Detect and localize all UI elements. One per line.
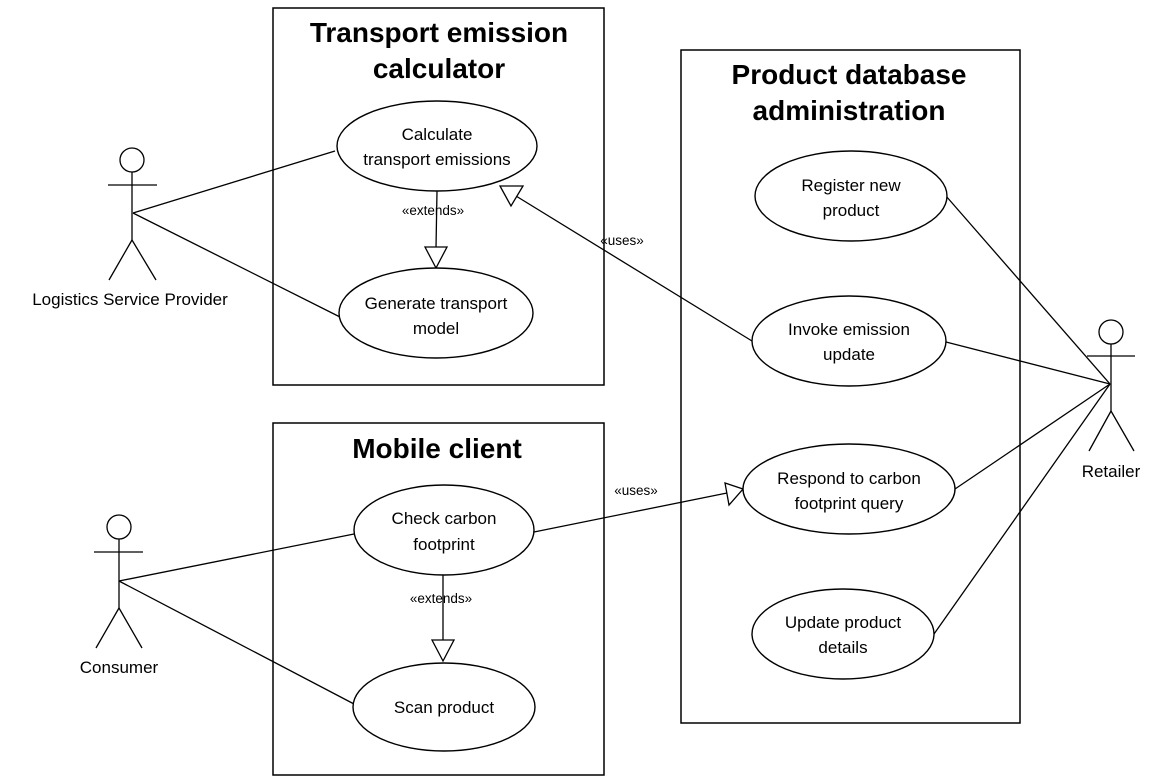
assoc-retailer-respond <box>954 383 1111 490</box>
uses-check-label: «uses» <box>614 483 658 498</box>
usecase-generate-transport-model-line1: Generate transport <box>365 294 508 313</box>
usecase-calculate-transport-emissions[interactable] <box>336 100 538 192</box>
system-title-mobile: Mobile client <box>352 433 522 464</box>
actor-consumer-label: Consumer <box>80 658 159 677</box>
actor-right-leg <box>131 239 157 281</box>
usecase-invoke-emission-update[interactable] <box>751 295 947 387</box>
extends-mobile-arrowhead <box>430 639 456 663</box>
usecase-scan-product-line1: Scan product <box>394 698 494 717</box>
system-title-transport-line2: calculator <box>373 53 505 84</box>
usecase-calculate-transport-emissions-line2: transport emissions <box>363 150 510 169</box>
system-title-product-db-line1: Product database <box>732 59 967 90</box>
actor-right-leg <box>118 607 143 649</box>
uses-check-arrowhead <box>724 482 745 507</box>
usecase-invoke-emission-update-line2: update <box>823 345 875 364</box>
usecase-scan-product[interactable] <box>352 662 536 752</box>
usecase-update-product-details[interactable] <box>751 588 935 680</box>
usecase-check-carbon-footprint-line1: Check carbon <box>392 509 497 528</box>
actor-head <box>106 514 132 540</box>
usecase-respond-carbon-footprint-query-line2: footprint query <box>795 494 904 513</box>
uses-invoke-arrowhead <box>498 185 525 208</box>
usecase-respond-carbon-footprint-query[interactable] <box>742 443 956 535</box>
assoc-consumer-scan <box>118 580 355 705</box>
extends-transport-label: «extends» <box>402 203 464 218</box>
usecase-register-new-product[interactable] <box>754 150 948 242</box>
usecase-invoke-emission-update-line1: Invoke emission <box>788 320 910 339</box>
usecase-update-product-details-line1: Update product <box>785 613 902 632</box>
actor-head <box>1098 319 1124 345</box>
actor-head <box>119 147 145 173</box>
system-title-product-db-line2: administration <box>753 95 946 126</box>
actor-left-leg <box>95 607 120 649</box>
assoc-retailer-update <box>933 383 1111 635</box>
system-title-transport-line1: Transport emission <box>310 17 568 48</box>
actor-logistics-service-provider[interactable]: Logistics Service Provider <box>32 147 228 309</box>
actor-retailer[interactable]: Retailer <box>1082 319 1141 481</box>
assoc-consumer-check <box>118 533 355 582</box>
extends-transport-line <box>435 190 438 249</box>
uses-check-line <box>533 492 728 533</box>
extends-mobile-label: «extends» <box>410 591 472 606</box>
system-mobile-client <box>272 422 605 776</box>
uses-invoke-line <box>515 195 753 342</box>
usecase-register-new-product-line2: product <box>823 201 880 220</box>
assoc-retailer-register <box>945 195 1111 385</box>
actor-retailer-label: Retailer <box>1082 462 1141 481</box>
usecase-generate-transport-model-line2: model <box>413 319 459 338</box>
uses-invoke-label: «uses» <box>600 233 644 248</box>
usecase-register-new-product-line1: Register new <box>801 176 901 195</box>
actor-logistics-label: Logistics Service Provider <box>32 290 228 309</box>
usecase-update-product-details-line2: details <box>818 638 867 657</box>
assoc-logistics-generate <box>132 212 341 318</box>
usecase-check-carbon-footprint[interactable] <box>353 484 535 576</box>
usecase-generate-transport-model[interactable] <box>338 267 534 359</box>
actor-consumer[interactable]: Consumer <box>80 514 159 677</box>
actor-left-leg <box>108 239 133 281</box>
extends-transport-arrowhead <box>423 246 449 270</box>
assoc-retailer-invoke <box>945 341 1111 385</box>
usecase-respond-carbon-footprint-query-line1: Respond to carbon <box>777 469 921 488</box>
usecase-check-carbon-footprint-line2: footprint <box>413 535 475 554</box>
assoc-logistics-calculate <box>132 150 336 214</box>
actor-left-leg <box>1088 410 1112 452</box>
actor-right-leg <box>1110 410 1135 452</box>
usecase-calculate-transport-emissions-line1: Calculate <box>402 125 473 144</box>
